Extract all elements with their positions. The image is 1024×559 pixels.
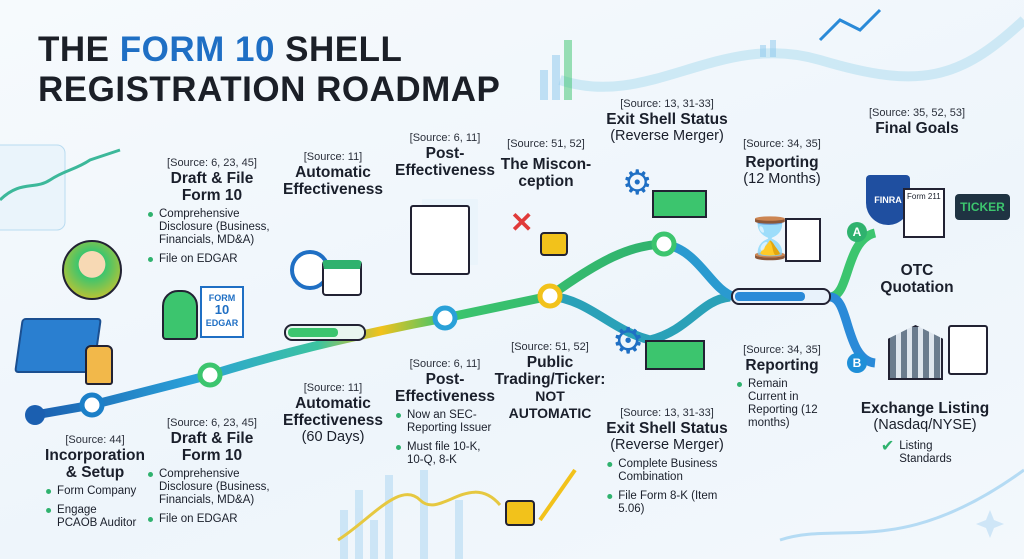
exchange-listing: Exchange Listing(Nasdaq/NYSE) ✔Listing S… (860, 400, 990, 465)
avatar-icon (62, 240, 122, 300)
path-b-badge: B (847, 353, 867, 373)
step-exit-top: [Source: 13, 31-33]Exit Shell Status(Rev… (606, 98, 728, 144)
gears-bottom-icon: ⚙ (612, 320, 645, 361)
path-a-badge: A (847, 222, 867, 242)
stamp-icon (85, 345, 113, 385)
bank-building-icon (888, 325, 943, 380)
step-reporting-top: [Source: 34, 35]Reporting(12 Months) (743, 138, 821, 187)
finra-shield-icon: FINRA (866, 175, 910, 225)
calendar-icon (322, 260, 362, 296)
report-docs-icon (785, 218, 821, 262)
checklist-icon (948, 325, 988, 375)
ticker-icon: TICKER (955, 194, 1010, 220)
lock-icon (540, 232, 568, 256)
check-icon: ✔ (880, 438, 895, 455)
documents-icon (410, 205, 470, 275)
step-incorporation: [Source: 44]Incorporation& Setup Form Co… (45, 434, 145, 529)
step-exit-bottom: [Source: 13, 31-33]Exit Shell Status(Rev… (606, 407, 728, 515)
form-211-icon: Form 211 (903, 188, 945, 238)
step-post-top: [Source: 6, 11]Post-Effectiveness (395, 132, 495, 179)
factory-bottom-icon (645, 340, 705, 370)
factory-icon (652, 190, 707, 218)
final-goals: [Source: 35, 52, 53]Final Goals (868, 107, 966, 137)
listing-standards: Listing Standards (899, 440, 952, 465)
step-post-bottom: [Source: 6, 11]Post-Effectiveness Now an… (395, 358, 495, 466)
red-x-icon: ✕ (510, 207, 534, 238)
step-misconception: [Source: 51, 52]The Miscon-ception (500, 138, 592, 190)
gear-icon: ⚙ (622, 164, 653, 202)
milestone-nodes (25, 231, 677, 425)
step-reporting-bottom: [Source: 34, 35]Reporting Remain Current… (736, 343, 828, 436)
desk-person-icon (162, 290, 198, 340)
lock-bottom-icon (505, 500, 535, 526)
